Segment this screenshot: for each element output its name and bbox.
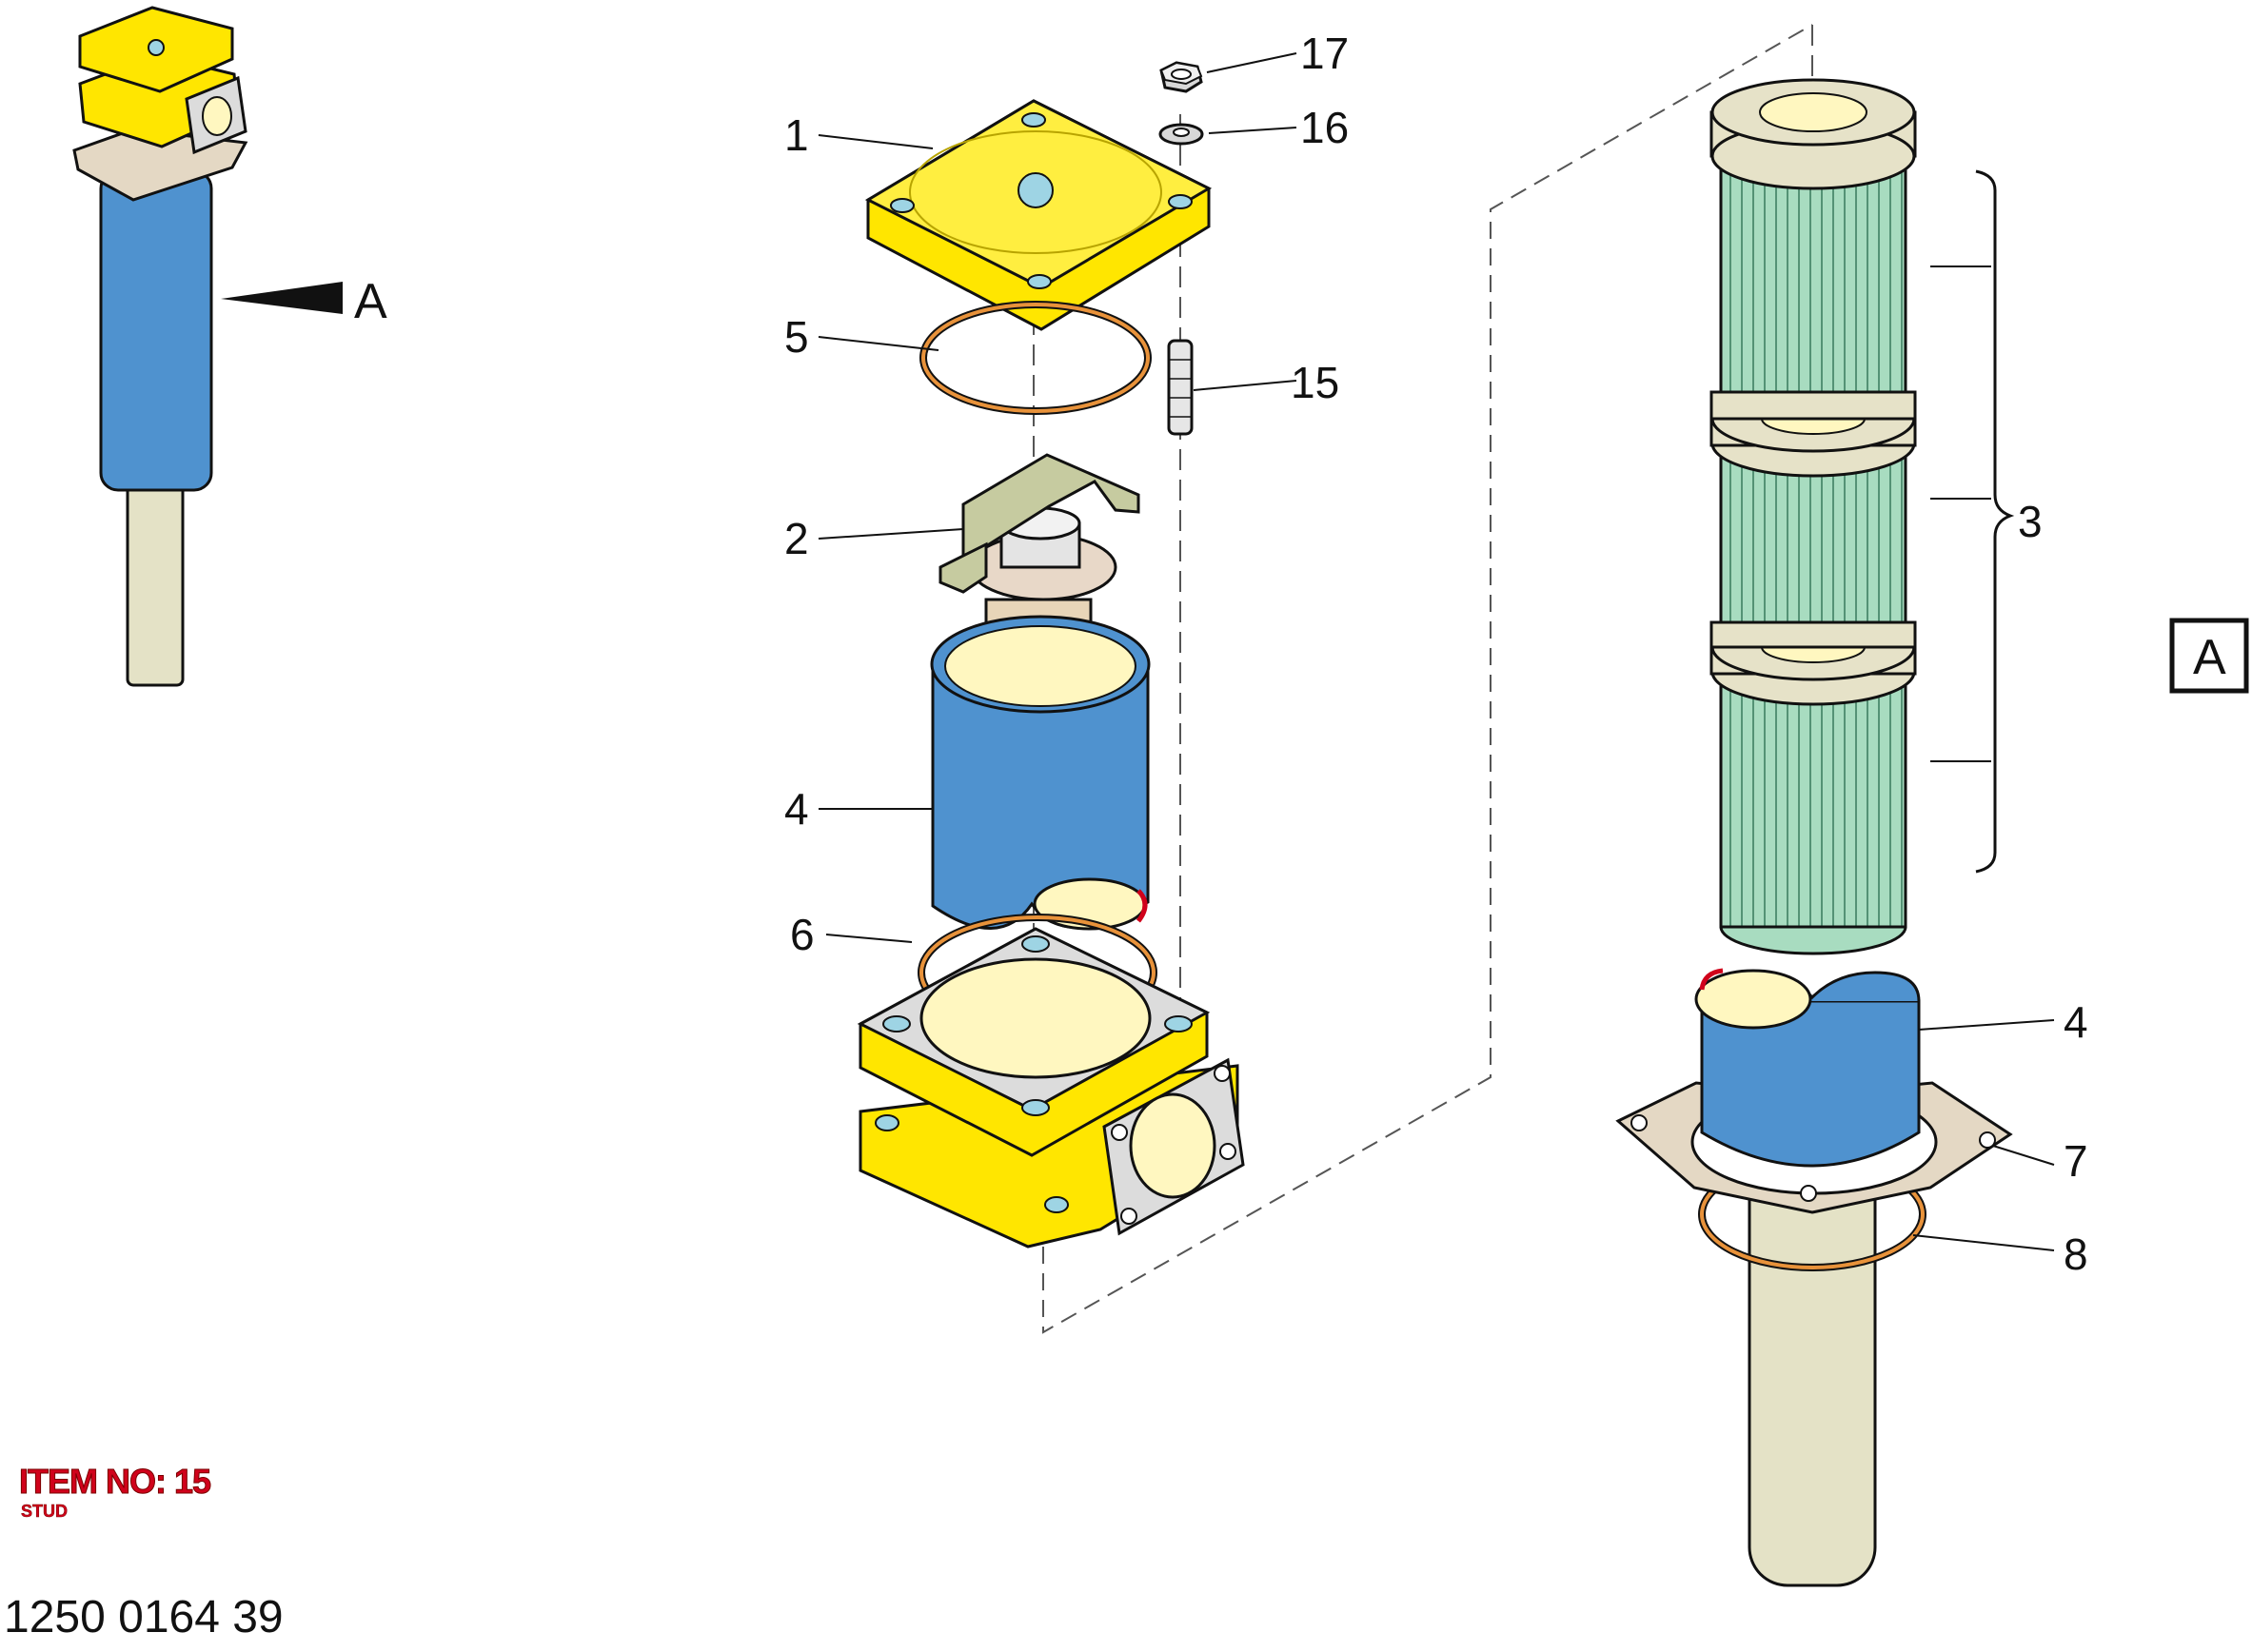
selected-item-title: ITEM NO: 15 [18, 1462, 211, 1502]
callout-2: 2 [784, 514, 809, 563]
stud-part[interactable] [1167, 339, 1194, 436]
callout-4-left: 4 [784, 784, 809, 834]
callout-3: 3 [2018, 497, 2043, 546]
callout-4-right: 4 [2064, 997, 2088, 1047]
callout-5: 5 [784, 312, 809, 362]
callout-17: 17 [1300, 29, 1349, 78]
callout-1: 1 [784, 110, 809, 160]
filter-element-bracket [1975, 169, 2015, 874]
overview-assembly[interactable] [72, 6, 248, 687]
document-number: 1250 0164 39 [4, 1592, 284, 1642]
view-a-box: A [2169, 618, 2249, 694]
filter-bowl-part[interactable] [930, 615, 1151, 931]
view-pointer-arrow [221, 282, 343, 314]
callout-16: 16 [1300, 103, 1349, 152]
filter-element-middle [1709, 384, 1917, 649]
washer-part[interactable] [1158, 123, 1204, 146]
filter-element-bottom [1709, 613, 1917, 955]
selected-item-name: STUD [21, 1502, 69, 1522]
view-connection-dashed [1042, 24, 1813, 1334]
leader-lines [818, 52, 2055, 1251]
overview-filter-bowl [99, 169, 213, 492]
callout-8: 8 [2064, 1229, 2088, 1279]
nut-part[interactable] [1159, 61, 1203, 93]
callout-7: 7 [2064, 1136, 2088, 1186]
inlet-flange[interactable] [1102, 1057, 1245, 1236]
filter-element-top [1709, 78, 1917, 421]
view-a-label: A [2193, 630, 2226, 685]
filter-element-set[interactable] [1709, 78, 1917, 955]
callout-6: 6 [790, 910, 815, 959]
callout-15: 15 [1291, 358, 1339, 407]
filter-bowl-right[interactable] [1694, 968, 1921, 1168]
view-pointer-label: A [354, 274, 387, 329]
filter-cover-part[interactable] [864, 99, 1213, 331]
